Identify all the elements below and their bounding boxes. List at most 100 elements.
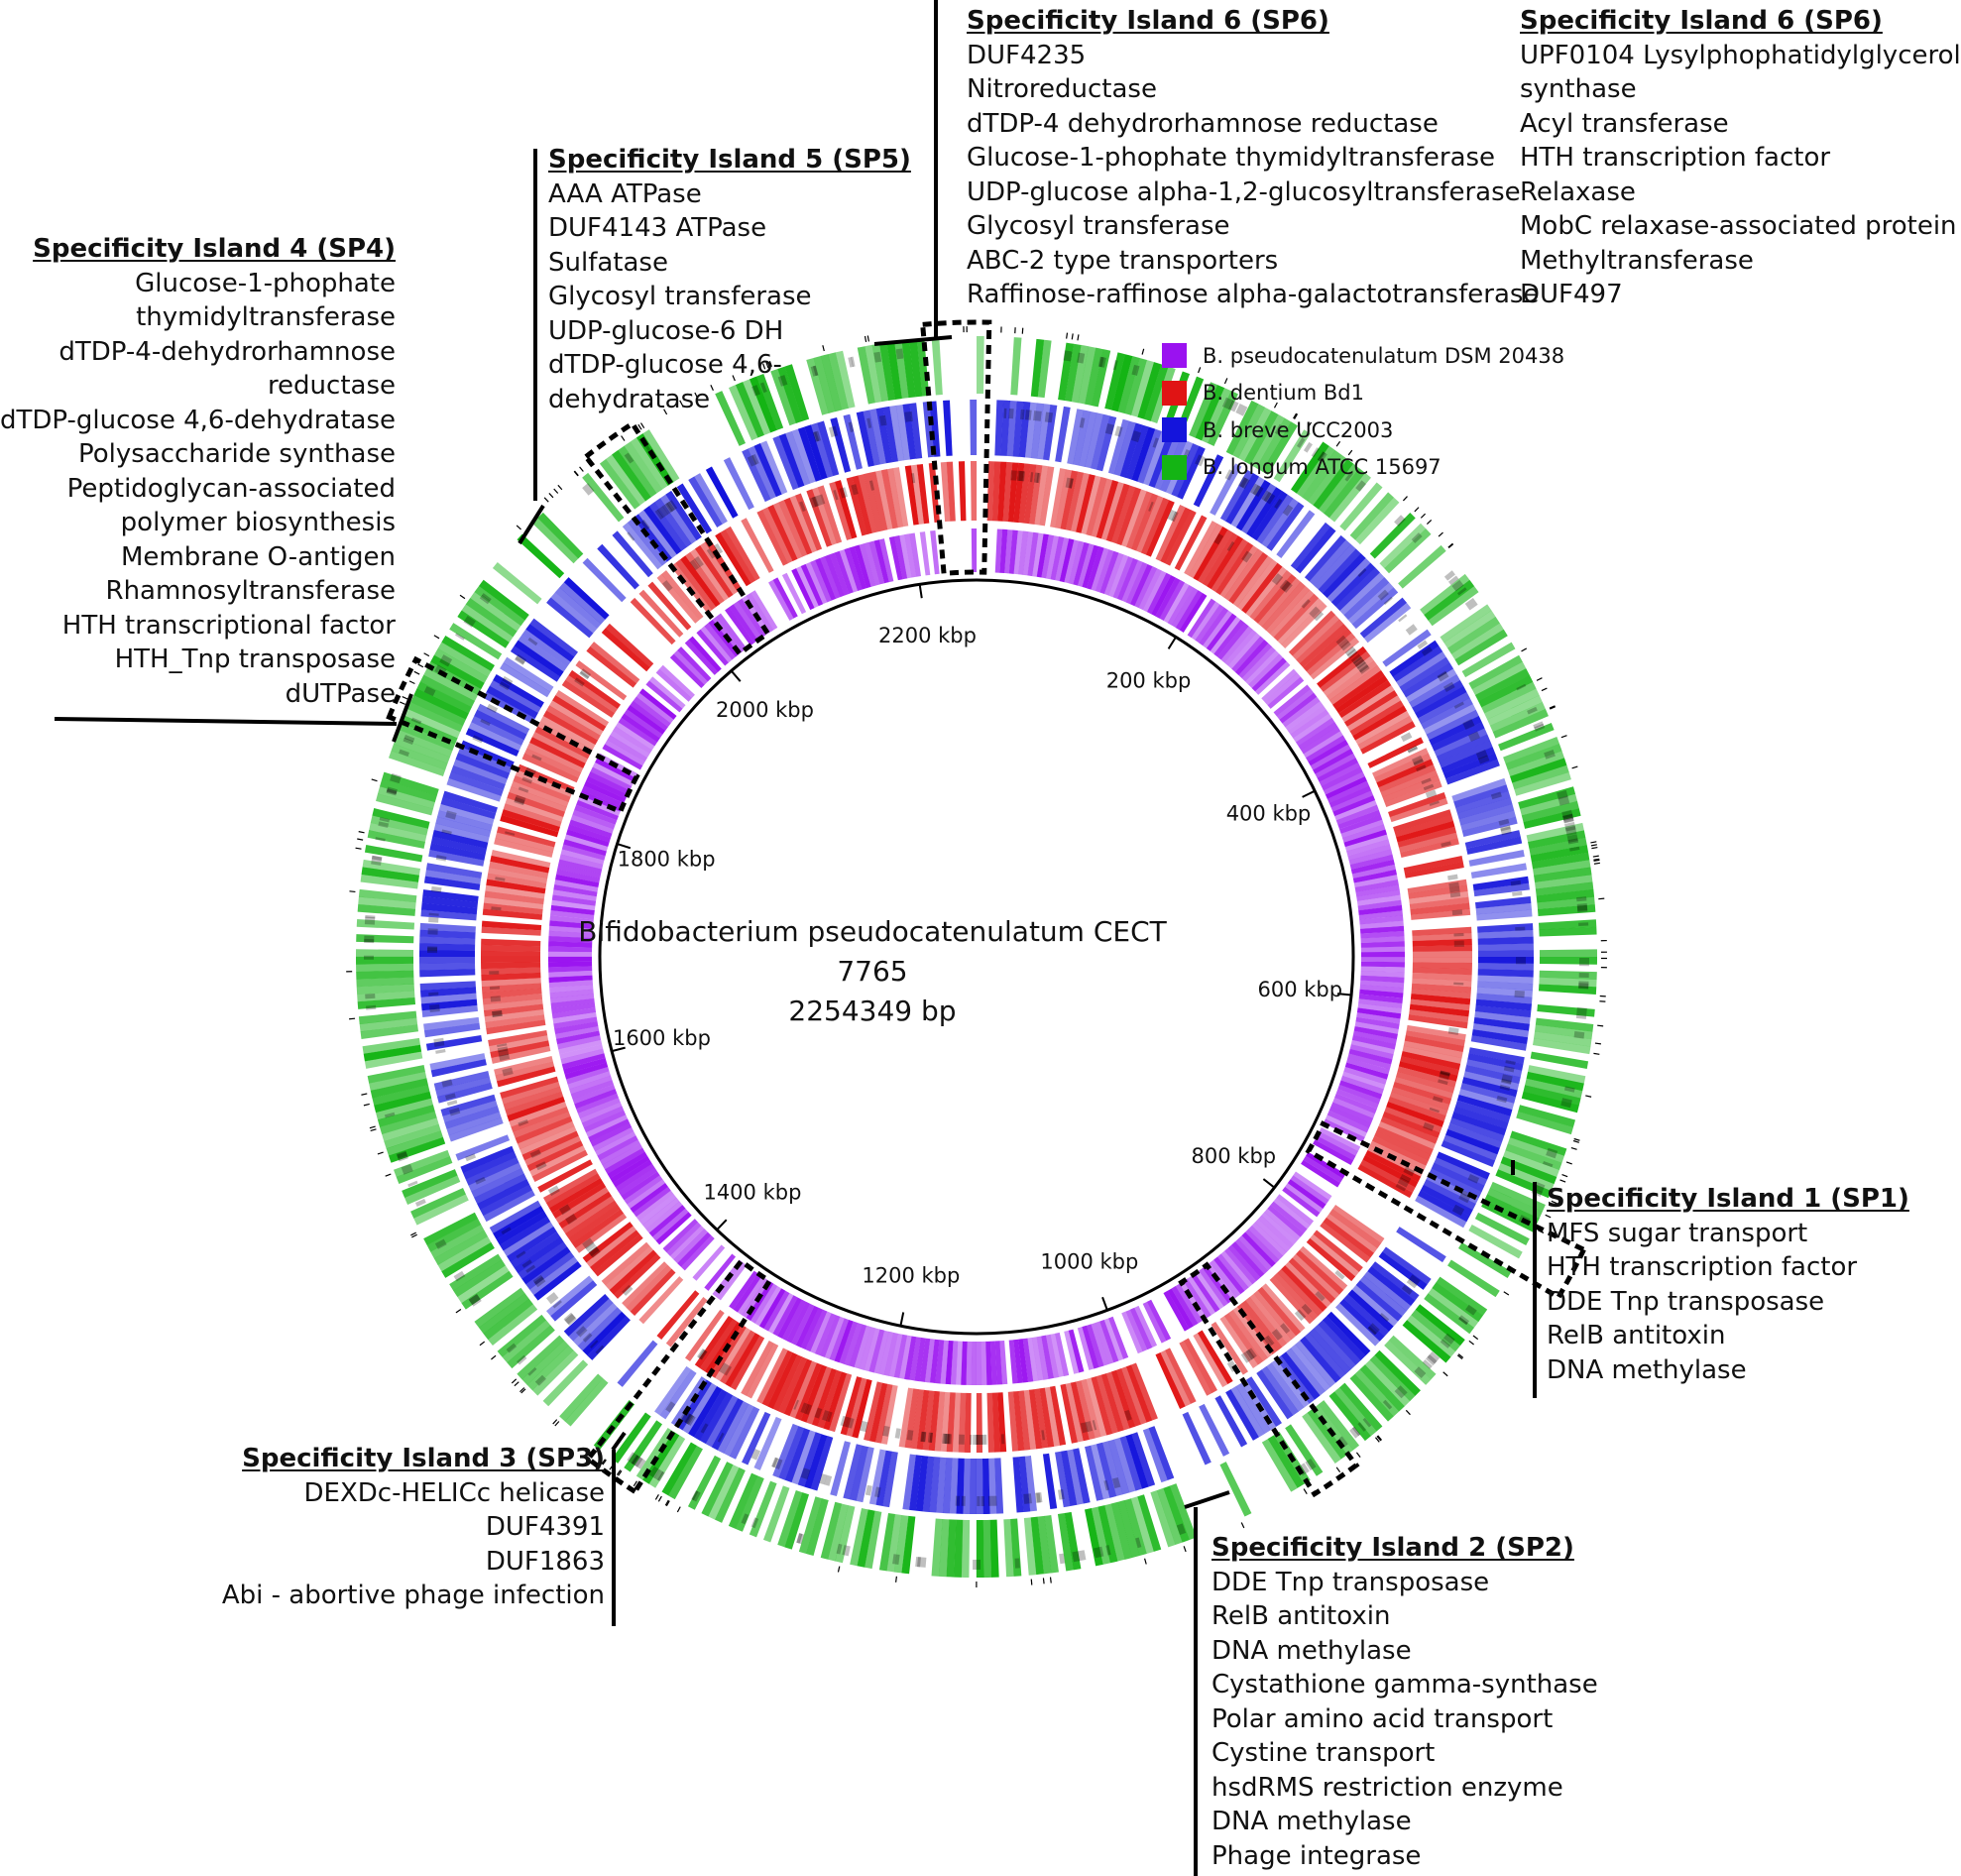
ring-segment [746, 592, 774, 633]
ring-segment [1420, 573, 1470, 616]
ring-segment [1214, 1395, 1248, 1448]
ring-texture-mark [657, 1470, 665, 1481]
ring-segment [1356, 889, 1401, 902]
ring-segment [1086, 477, 1107, 536]
ring-texture-mark [812, 365, 819, 377]
ring-segment [1346, 839, 1390, 857]
ring-segment [1108, 1316, 1129, 1359]
outer-mark [1559, 1179, 1566, 1183]
outer-mark [633, 1480, 637, 1487]
ring-segment [1360, 951, 1406, 958]
leader-line [1511, 1160, 1537, 1398]
ring-texture-mark [1563, 1086, 1575, 1093]
ring-segment [1024, 402, 1038, 459]
ring-segment [930, 530, 940, 575]
ring-segment [829, 481, 853, 540]
ring-segment [1378, 763, 1437, 793]
ring-segment [1516, 1111, 1573, 1135]
ring-segment [1374, 1130, 1432, 1161]
ring-segment [1193, 454, 1224, 508]
ring-segment [857, 1509, 875, 1568]
ring-segment [915, 1455, 929, 1512]
ring-texture-mark [514, 794, 526, 805]
ring-segment [839, 549, 859, 593]
ring-segment [737, 1275, 766, 1316]
ring-segment [510, 1231, 561, 1268]
ring-segment [356, 934, 414, 944]
ring-segment [1467, 1053, 1524, 1071]
ring-texture-mark [777, 375, 788, 387]
ring-texture-mark [1311, 447, 1320, 458]
ring-texture-mark [1279, 579, 1291, 592]
ring-segment [949, 1458, 959, 1514]
ring-texture-mark [1314, 611, 1325, 622]
ring-segment [654, 498, 692, 548]
ring-segment [1303, 628, 1352, 672]
ring-segment [509, 786, 567, 812]
ring-segment [1277, 1268, 1324, 1317]
ring-segment [500, 662, 551, 698]
ring-segment [661, 570, 704, 621]
ring-segment [419, 674, 475, 708]
ring-segment [1027, 1337, 1039, 1382]
ring-segment [817, 420, 840, 477]
ring-segment [518, 635, 568, 672]
outer-mark [1335, 440, 1341, 447]
ring-segment [482, 988, 542, 999]
legend-swatch [1162, 454, 1187, 480]
leader-line [518, 149, 545, 545]
ring-segment [435, 816, 492, 837]
ring-segment [1231, 404, 1266, 459]
gene-item: Sulfatase [548, 247, 668, 278]
ring-texture-mark [811, 496, 820, 508]
outer-mark [433, 635, 440, 640]
ring-segment [1507, 751, 1565, 777]
similarity-rings [346, 326, 1607, 1588]
ring-texture-mark [375, 837, 386, 842]
ring-segment [1388, 1335, 1437, 1380]
ring-segment [1415, 1304, 1465, 1347]
ring-segment [497, 1314, 546, 1357]
ring-texture-mark [1437, 671, 1449, 682]
gene-item: Abi - abortive phage infection [221, 1581, 605, 1610]
ring-segment [1244, 1229, 1280, 1264]
ring-segment [396, 729, 453, 758]
ring-texture-mark [403, 737, 414, 746]
ring-segment [1489, 1181, 1546, 1213]
ring-segment [1318, 463, 1360, 514]
ring-segment [1096, 1374, 1118, 1434]
ring-segment [481, 962, 541, 970]
ring-segment [762, 1485, 790, 1543]
ring-segment [1456, 797, 1513, 820]
ring-segment [839, 1321, 859, 1364]
ring-segment [756, 510, 788, 566]
ring-segment [1210, 616, 1241, 654]
ring-segment [1477, 981, 1534, 992]
ring-texture-mark [1171, 511, 1179, 523]
outer-mark [1590, 844, 1597, 847]
ring-texture-mark [1447, 1026, 1459, 1035]
ring-segment [1372, 748, 1429, 778]
ring-segment [1306, 735, 1346, 762]
ring-segment [1412, 978, 1472, 988]
ring-segment [655, 668, 692, 702]
ring-segment [902, 1454, 917, 1510]
ring-segment [1411, 983, 1472, 994]
ring-segment [1341, 1071, 1386, 1090]
ring-texture-mark [1018, 470, 1025, 482]
ring-texture-mark [527, 637, 538, 646]
outer-mark [385, 1173, 392, 1177]
ring-segment [1354, 879, 1399, 892]
ring-segment [617, 1340, 658, 1387]
ring-segment [1360, 971, 1405, 978]
ring-segment [1219, 1462, 1252, 1517]
ring-texture-mark [1561, 809, 1573, 819]
ring-segment [964, 1392, 972, 1453]
ring-segment [1346, 1057, 1390, 1075]
ring-segment [624, 1175, 663, 1205]
ring-segment [715, 391, 747, 446]
legend-label: B. pseudocatenulatum DSM 20438 [1203, 343, 1565, 368]
ring-segment [1335, 1303, 1380, 1347]
outer-mark [1442, 1371, 1448, 1377]
ring-texture-mark [1407, 745, 1419, 754]
